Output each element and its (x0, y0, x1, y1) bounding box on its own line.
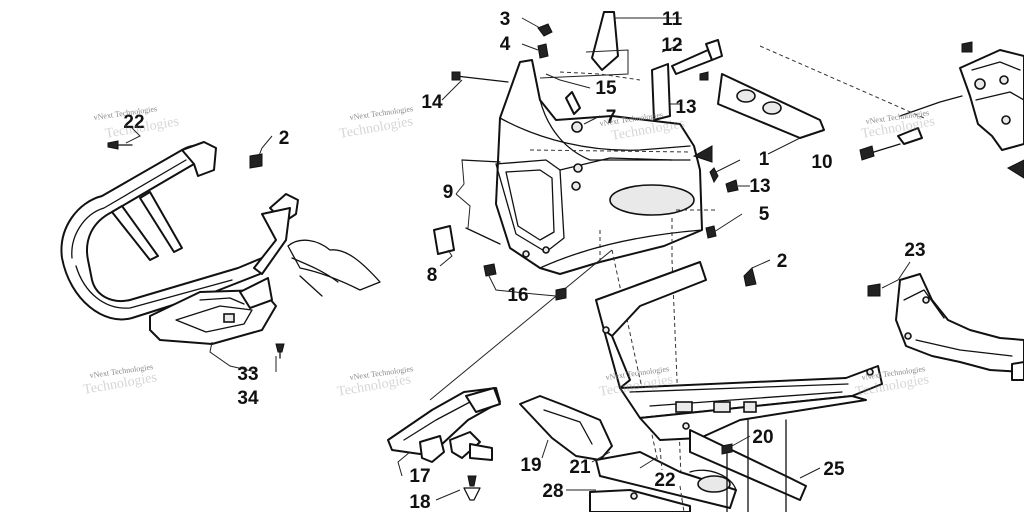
callout-13-lower: 13 (749, 176, 770, 197)
callout-22-frame: 22 (654, 470, 675, 491)
callout-14: 14 (421, 92, 443, 113)
callout-2-bumper: 2 (279, 128, 290, 149)
callout-11: 11 (662, 9, 683, 30)
callout-12: 12 (661, 35, 682, 56)
callout-25: 25 (823, 459, 845, 480)
callout-2-center: 2 (777, 251, 788, 272)
callout-17: 17 (409, 466, 430, 487)
callout-13-upper: 13 (675, 97, 696, 118)
callout-19: 19 (520, 455, 541, 476)
callout-labels: 22 2 33 34 3 4 14 15 7 11 12 13 10 1 13 … (123, 9, 925, 512)
callout-3: 3 (500, 9, 511, 30)
callout-10: 10 (811, 152, 832, 173)
front-bumper (60, 127, 381, 373)
callout-8: 8 (427, 265, 438, 286)
callout-20: 20 (752, 427, 773, 448)
callout-21: 21 (569, 457, 591, 478)
callout-1: 1 (759, 149, 770, 170)
nose-pan-assembly (433, 11, 925, 501)
callout-4: 4 (500, 34, 511, 55)
callout-9: 9 (443, 182, 454, 203)
callout-28: 28 (542, 481, 563, 502)
callout-16: 16 (507, 285, 528, 306)
callout-18: 18 (409, 492, 430, 512)
callout-5: 5 (759, 204, 770, 225)
callout-7: 7 (606, 107, 617, 128)
front-frame (519, 261, 883, 512)
steering-bracket (387, 249, 613, 501)
callout-33: 33 (237, 364, 258, 385)
right-side-bracket (859, 41, 1024, 179)
callout-15: 15 (595, 78, 617, 99)
callout-34: 34 (237, 388, 259, 409)
callout-22-top-left: 22 (123, 112, 144, 133)
right-lower-support (867, 261, 1024, 381)
callout-23: 23 (904, 240, 925, 261)
